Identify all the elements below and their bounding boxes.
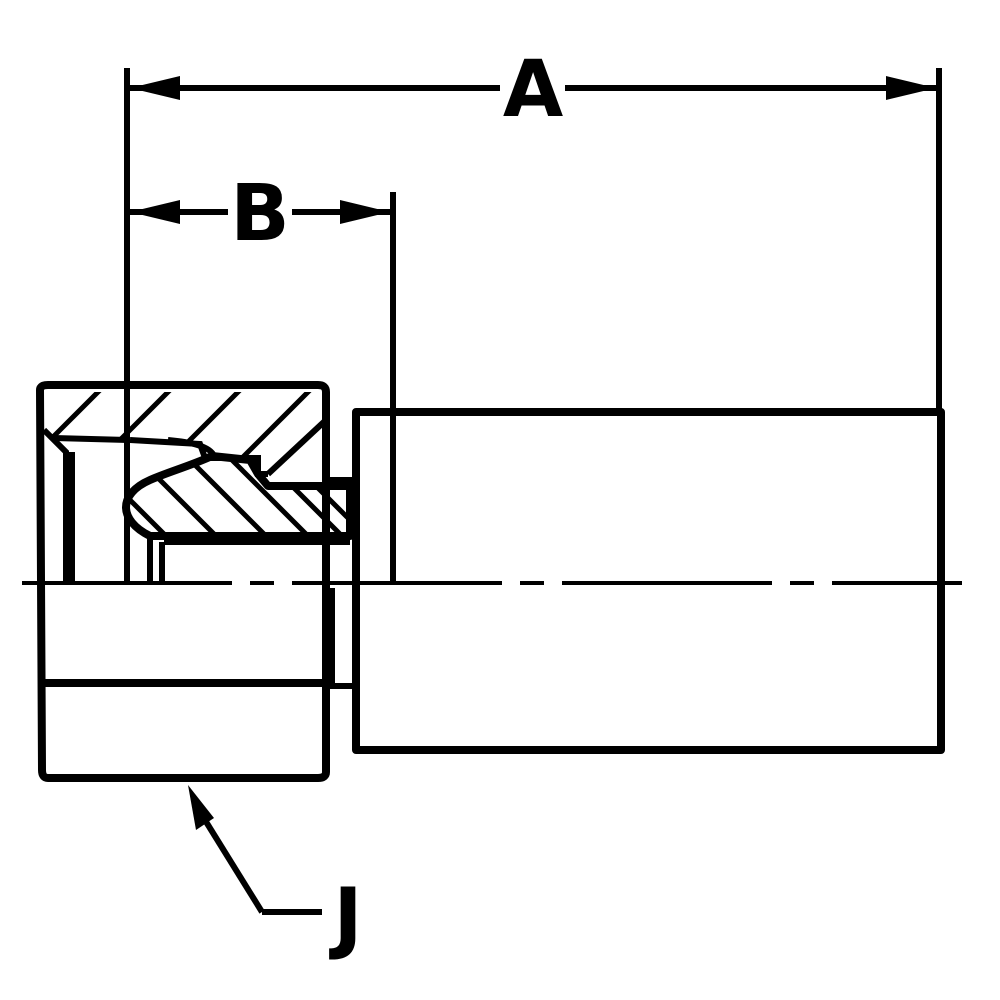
hex-callout-label: J	[328, 873, 362, 963]
dimension-b-label: B	[230, 169, 289, 259]
dimension-a: A	[130, 45, 936, 135]
dimension-a-label: A	[503, 45, 563, 135]
dimension-b: B	[130, 169, 390, 259]
extension-lines	[124, 68, 942, 585]
neck	[326, 477, 356, 689]
stem	[122, 437, 354, 585]
hex-callout: J	[188, 785, 363, 963]
hex-nut	[36, 381, 330, 782]
socket	[352, 408, 945, 754]
